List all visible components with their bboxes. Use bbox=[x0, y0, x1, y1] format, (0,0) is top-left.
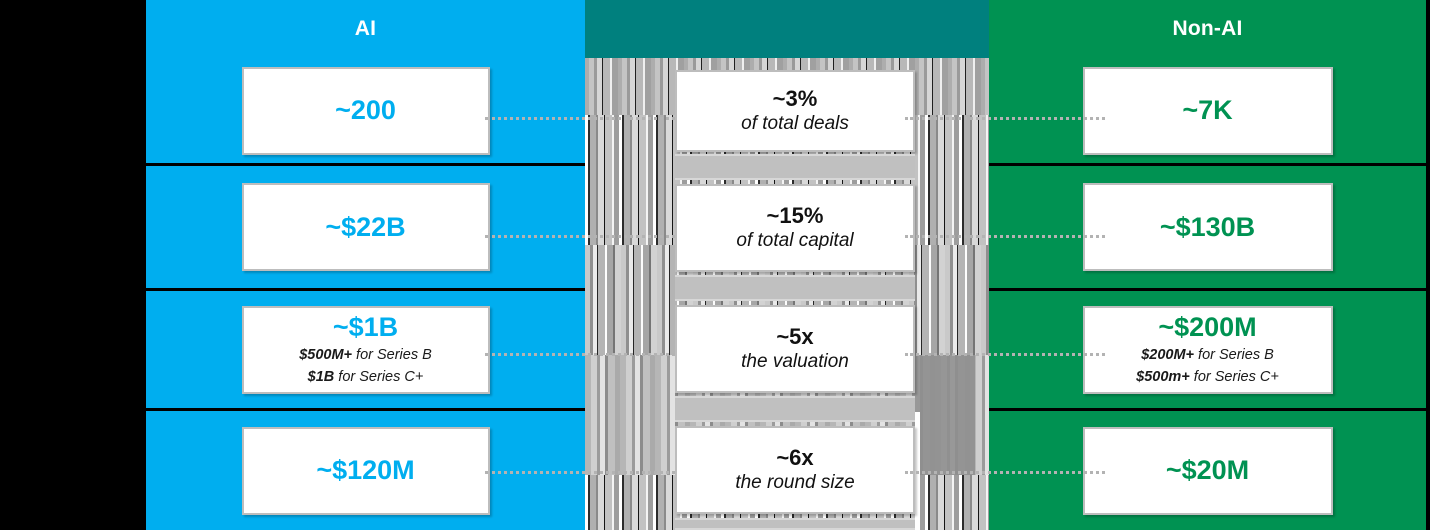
nonai-row-4: ~$20M bbox=[989, 411, 1426, 530]
column-header-ai: AI bbox=[146, 0, 585, 58]
ai-card-deals[interactable]: ~200 bbox=[241, 66, 490, 155]
nonai-card-valuation[interactable]: ~$200M $200M+ for Series B $500m+ for Se… bbox=[1082, 305, 1333, 394]
connector-right-row-2 bbox=[905, 235, 1105, 238]
mid-card-round-size[interactable]: ~6x the round size bbox=[675, 426, 915, 514]
ai-row-2: ~$22B bbox=[146, 166, 585, 288]
mid-gap-2 bbox=[675, 275, 915, 301]
mid-card-valuation[interactable]: ~5x the valuation bbox=[675, 305, 915, 393]
column-ai-rows: ~200 ~$22B ~$1B $500M+ for Series B $1B … bbox=[146, 0, 585, 530]
ai-series-c-label: for Series C+ bbox=[334, 368, 424, 385]
column-header-middle bbox=[585, 0, 989, 58]
ai-series-b-label: for Series B bbox=[352, 346, 432, 363]
connector-left-row-1 bbox=[485, 117, 675, 120]
ai-card-round-size[interactable]: ~$120M bbox=[241, 426, 490, 515]
mid-card-deals-label: of total deals bbox=[741, 113, 849, 135]
connector-left-row-4 bbox=[485, 471, 675, 474]
nonai-row-2: ~$130B bbox=[989, 166, 1426, 288]
mid-gap-4 bbox=[675, 518, 915, 530]
nonai-card-valuation-value: ~$200M bbox=[1158, 312, 1257, 343]
nonai-series-c-amount: $500m+ bbox=[1136, 368, 1190, 385]
nonai-card-round-size[interactable]: ~$20M bbox=[1082, 426, 1333, 515]
mid-card-capital-value: ~15% bbox=[766, 202, 824, 228]
connector-left-row-2 bbox=[485, 235, 675, 238]
nonai-card-deals[interactable]: ~7K bbox=[1082, 66, 1333, 155]
mid-card-valuation-label: the valuation bbox=[741, 351, 849, 373]
ai-card-round-size-value: ~$120M bbox=[316, 455, 415, 486]
mid-card-deals-value: ~3% bbox=[772, 85, 818, 111]
ai-card-capital-value: ~$22B bbox=[325, 211, 406, 242]
connector-left-row-3 bbox=[485, 353, 675, 356]
connector-right-row-3 bbox=[905, 353, 1105, 356]
nonai-card-round-size-value: ~$20M bbox=[1165, 455, 1250, 486]
ai-series-c-amount: $1B bbox=[307, 368, 335, 385]
connector-right-row-1 bbox=[905, 117, 1105, 120]
nonai-row-1: ~7K bbox=[989, 58, 1426, 163]
mid-gap-1 bbox=[675, 154, 915, 180]
ai-series-b-amount: $500M+ bbox=[299, 346, 353, 363]
ai-card-valuation-value: ~$1B bbox=[332, 312, 399, 343]
nonai-card-valuation-series-c: $500m+ for Series C+ bbox=[1136, 368, 1279, 387]
ai-card-valuation-series-c: $1B for Series C+ bbox=[308, 368, 424, 387]
ai-card-capital[interactable]: ~$22B bbox=[241, 183, 490, 271]
column-middle: ~3% of total deals ~15% of total capital… bbox=[585, 0, 989, 530]
mid-card-deals[interactable]: ~3% of total deals bbox=[675, 70, 915, 152]
nonai-card-deals-value: ~7K bbox=[1182, 95, 1233, 126]
column-ai: AI ~200 ~$22B ~$1B $500M+ for Series B $… bbox=[146, 0, 585, 530]
mid-gap-3 bbox=[675, 396, 915, 422]
mid-card-valuation-value: ~5x bbox=[776, 323, 814, 349]
ai-card-valuation-series-b: $500M+ for Series B bbox=[299, 346, 432, 365]
nonai-row-3: ~$200M $200M+ for Series B $500m+ for Se… bbox=[989, 291, 1426, 408]
ai-card-valuation[interactable]: ~$1B $500M+ for Series B $1B for Series … bbox=[241, 305, 490, 394]
nonai-card-capital[interactable]: ~$130B bbox=[1082, 183, 1333, 271]
ai-card-deals-value: ~200 bbox=[335, 95, 396, 126]
mid-card-round-size-value: ~6x bbox=[776, 444, 814, 470]
ai-row-3: ~$1B $500M+ for Series B $1B for Series … bbox=[146, 291, 585, 408]
connector-right-row-4 bbox=[905, 471, 1105, 474]
mid-card-capital[interactable]: ~15% of total capital bbox=[675, 184, 915, 272]
nonai-series-b-label: for Series B bbox=[1194, 346, 1274, 363]
nonai-series-b-amount: $200M+ bbox=[1141, 346, 1195, 363]
stripe-fleck-right bbox=[915, 355, 975, 475]
mid-card-round-size-label: the round size bbox=[735, 472, 855, 494]
nonai-series-c-label: for Series C+ bbox=[1189, 368, 1279, 385]
nonai-card-valuation-series-b: $200M+ for Series B bbox=[1141, 346, 1274, 365]
column-header-non-ai: Non-AI bbox=[989, 0, 1426, 58]
nonai-card-capital-value: ~$130B bbox=[1159, 211, 1256, 242]
ai-row-1: ~200 bbox=[146, 58, 585, 163]
column-non-ai-rows: ~7K ~$130B ~$200M $200M+ for Series B $5… bbox=[989, 0, 1426, 530]
mid-card-capital-label: of total capital bbox=[736, 230, 854, 252]
ai-row-4: ~$120M bbox=[146, 411, 585, 530]
column-non-ai: Non-AI ~7K ~$130B ~$200M $200M+ for Seri… bbox=[989, 0, 1426, 530]
